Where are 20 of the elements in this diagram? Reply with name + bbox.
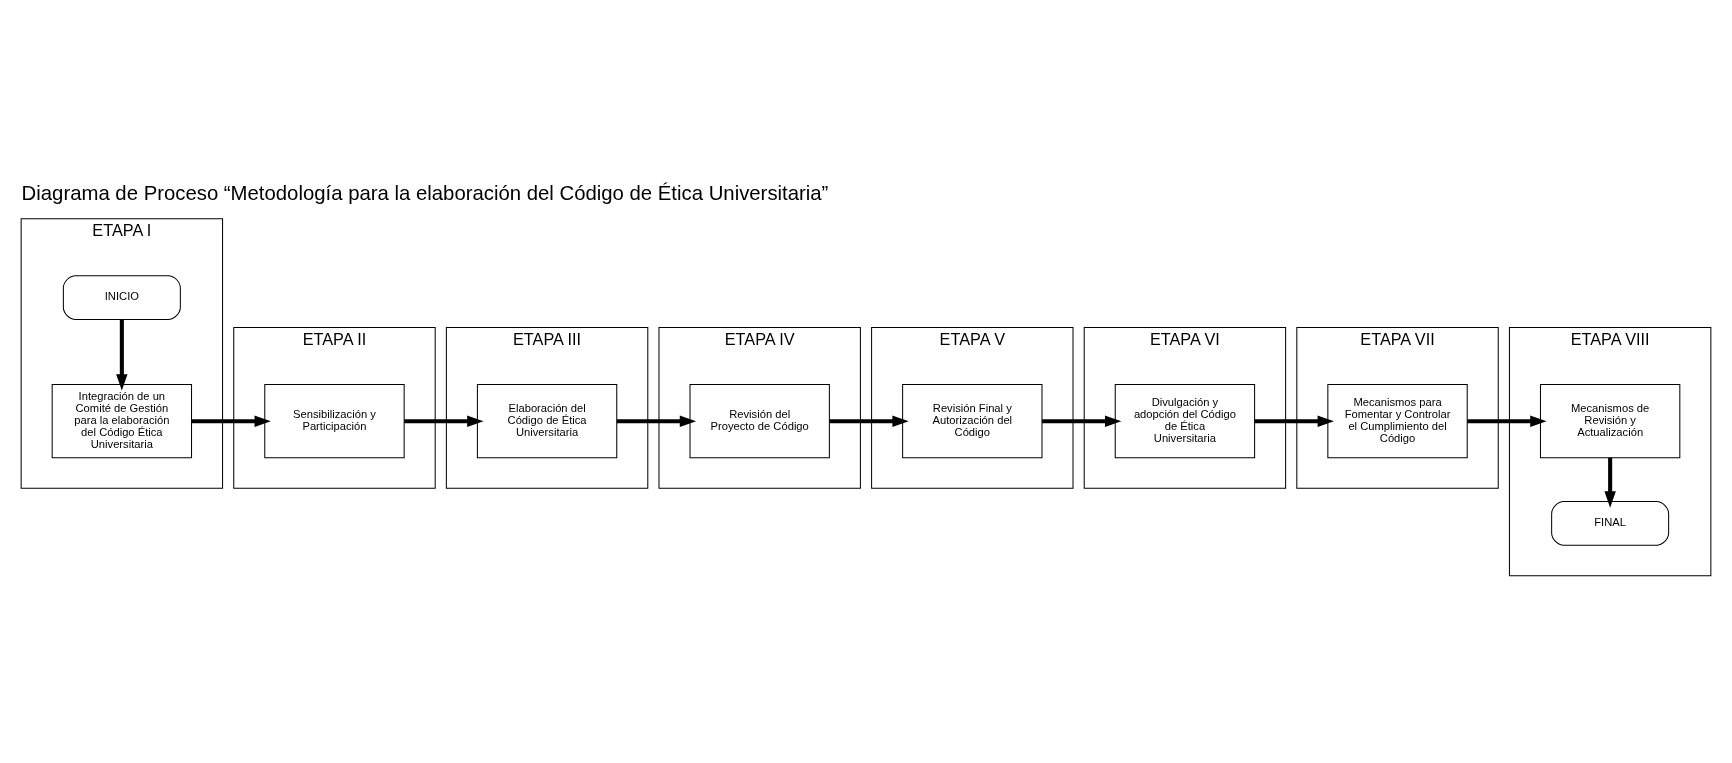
node-box: FINAL — [1551, 500, 1670, 546]
arrow — [191, 414, 271, 427]
arrow — [116, 319, 128, 390]
node-box: INICIO — [62, 274, 181, 320]
arrow — [1467, 414, 1547, 427]
node-box: Revisión del Proyecto de Código — [689, 383, 830, 458]
diagram-title: Diagrama de Proceso “Metodología para la elaboración del Código de Ética Universitaria” — [21, 181, 829, 204]
arrow — [829, 414, 909, 427]
node-box: Mecanismos para Fomentar y Controlar el Cumplimiento del Código — [1327, 383, 1468, 458]
node-box: Mecanismos de Revisión y Actualización — [1539, 383, 1681, 458]
arrow — [1254, 414, 1334, 427]
node-box: Revisión Final y Autorización del Código — [902, 383, 1043, 458]
arrow — [1604, 457, 1616, 508]
arrow — [1042, 414, 1122, 427]
arrow — [616, 414, 697, 427]
node-box: Elaboración del Código de Ética Universitaria — [476, 383, 618, 458]
node-box: Divulgación y adopción del Código de Ética Universitaria — [1114, 383, 1256, 458]
node-box: Integración de un Comité de Gestión para la elaboración del Código Ética Universitaria — [51, 383, 193, 458]
node-box: Sensibilización y Participación — [264, 383, 405, 458]
arrow — [404, 414, 484, 427]
